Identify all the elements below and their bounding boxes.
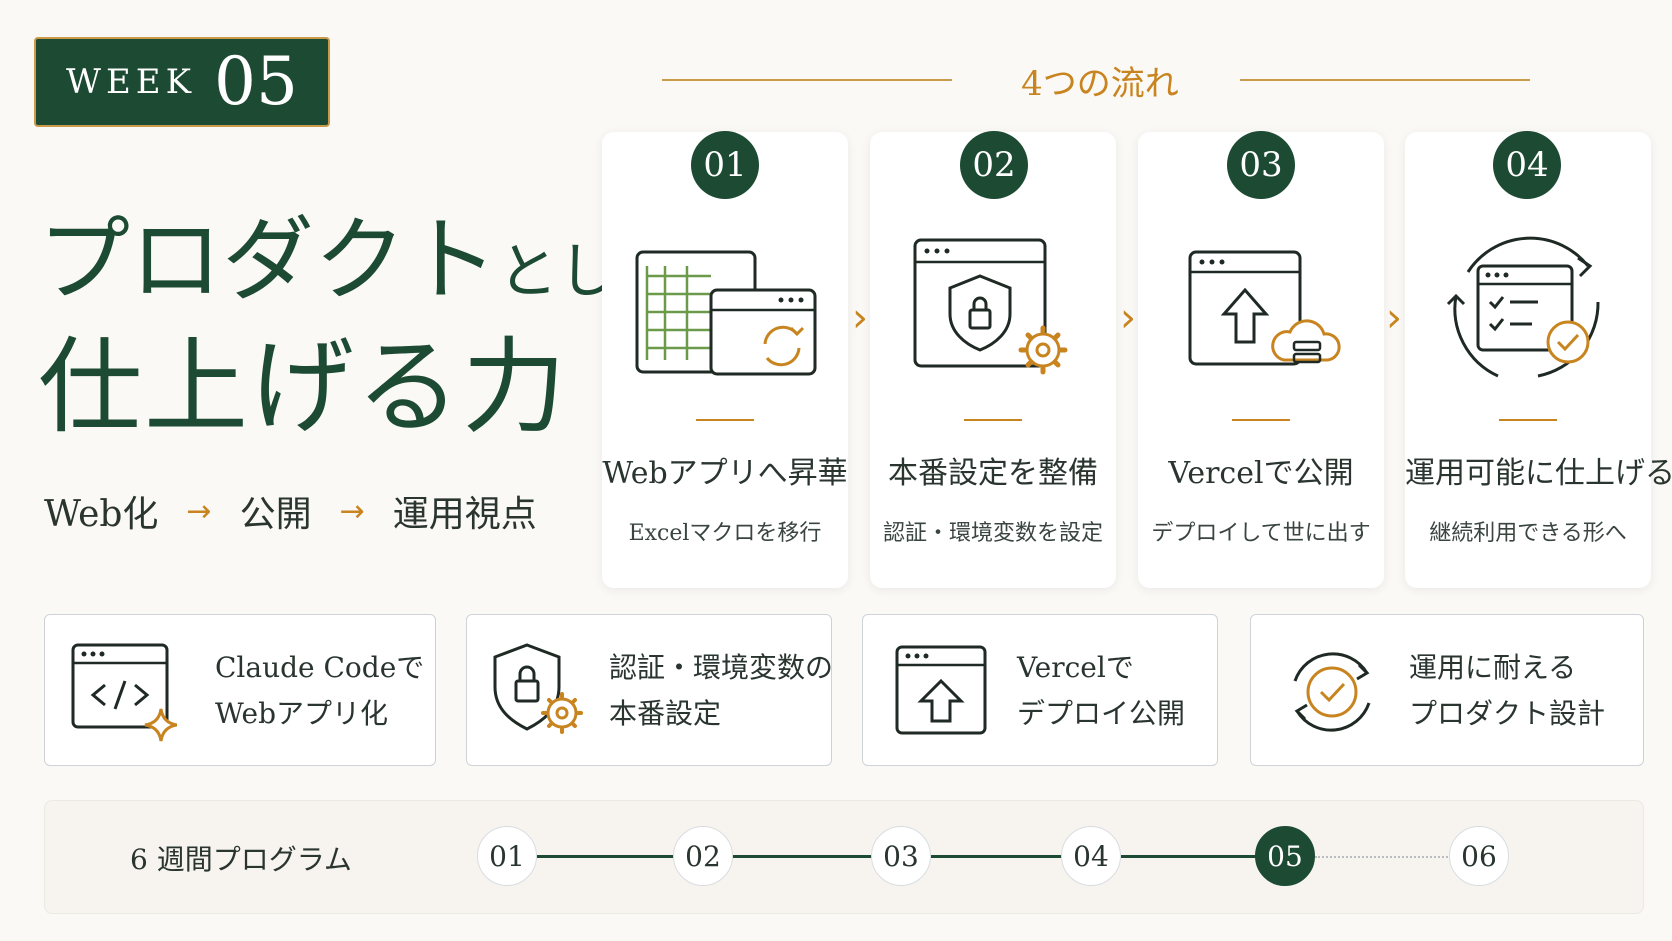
subflow-operation: 運用視点	[392, 494, 537, 535]
step-sub-04: 継続利用できる形へ	[1429, 521, 1627, 546]
page-title-line2: 仕上げる力	[38, 326, 569, 448]
step-divider	[696, 419, 754, 421]
feature-deploy: Vercelで デプロイ公開	[862, 614, 1218, 766]
chevron-right-icon: ›	[1120, 295, 1136, 341]
check-cycle-icon	[1293, 652, 1371, 732]
subflow-web: Web化	[44, 494, 159, 535]
step-sub-02: 認証・環境変数を設定	[882, 521, 1103, 546]
feature-webapp: Claude Codeで Webアプリ化	[44, 614, 436, 766]
step-sub-01: Excelマクロを移行	[628, 521, 822, 546]
arrow-right-icon: →	[339, 493, 365, 529]
step-number-03: 03	[1227, 131, 1295, 199]
shield-lock-icon	[493, 643, 583, 734]
chevron-right-icon: ›	[1386, 295, 1402, 341]
chevron-right-icon: ›	[852, 295, 868, 341]
step-divider	[964, 419, 1022, 421]
week-step-01: 01	[477, 826, 537, 886]
arrow-right-icon: →	[186, 493, 212, 529]
feature-operation-line2: プロダクト設計	[1409, 697, 1606, 730]
flow-heading-rule-left	[662, 79, 952, 81]
timeline-segment	[733, 855, 873, 858]
subflow: Web化 → 公開 → 運用視点	[44, 485, 537, 537]
week-step-05-current: 05	[1255, 826, 1315, 886]
subflow-publish: 公開	[239, 494, 312, 535]
timeline-segment-upcoming	[1315, 856, 1451, 858]
timeline-segment	[1121, 855, 1257, 858]
step-title-01: Webアプリへ昇華	[602, 456, 848, 491]
week-number: 05	[214, 43, 298, 120]
feature-webapp-line1: Claude Codeで	[215, 651, 425, 684]
feature-operation: 運用に耐える プロダクト設計	[1250, 614, 1644, 766]
code-window-icon	[71, 643, 177, 742]
feature-auth-line2: 本番設定	[609, 697, 722, 730]
step-title-02: 本番設定を整備	[888, 456, 1098, 491]
week-step-03: 03	[871, 826, 931, 886]
spreadsheet-to-web-icon	[635, 250, 817, 376]
operations-cycle-icon	[1446, 236, 1600, 378]
step-number-01: 01	[691, 131, 759, 199]
timeline-segment	[537, 855, 675, 858]
step-divider	[1499, 419, 1557, 421]
flow-heading-rule-right	[1240, 79, 1530, 81]
week-badge: WEEK 05	[34, 37, 330, 127]
upload-window-icon	[895, 645, 987, 735]
week-label: WEEK	[66, 62, 196, 102]
feature-auth: 認証・環境変数の 本番設定	[466, 614, 834, 766]
feature-operation-line1: 運用に耐える	[1409, 651, 1577, 684]
step-sub-03: デプロイして世に出す	[1151, 521, 1371, 546]
step-card-04	[1405, 132, 1651, 588]
step-divider	[1232, 419, 1290, 421]
week-step-06: 06	[1449, 826, 1509, 886]
page-title-line1: プロダクトとして	[38, 215, 676, 307]
week-step-02: 02	[673, 826, 733, 886]
step-number-02: 02	[960, 131, 1028, 199]
feature-webapp-line2: Webアプリ化	[215, 697, 388, 730]
title-main: プロダクト	[38, 207, 499, 314]
step-title-03: Vercelで公開	[1168, 456, 1354, 491]
program-label: 6 週間プログラム	[130, 843, 352, 876]
step-title-04: 運用可能に仕上げる	[1405, 456, 1672, 491]
step-number-04: 04	[1493, 131, 1561, 199]
feature-deploy-line1: Vercelで	[1017, 651, 1134, 684]
timeline-segment	[931, 855, 1063, 858]
feature-auth-line1: 認証・環境変数の	[609, 651, 834, 684]
week-step-04: 04	[1061, 826, 1121, 886]
flow-heading: 4つの流れ	[1021, 64, 1179, 104]
deploy-cloud-icon	[1188, 250, 1341, 366]
feature-deploy-line2: デプロイ公開	[1017, 697, 1186, 730]
security-settings-icon	[913, 238, 1068, 375]
